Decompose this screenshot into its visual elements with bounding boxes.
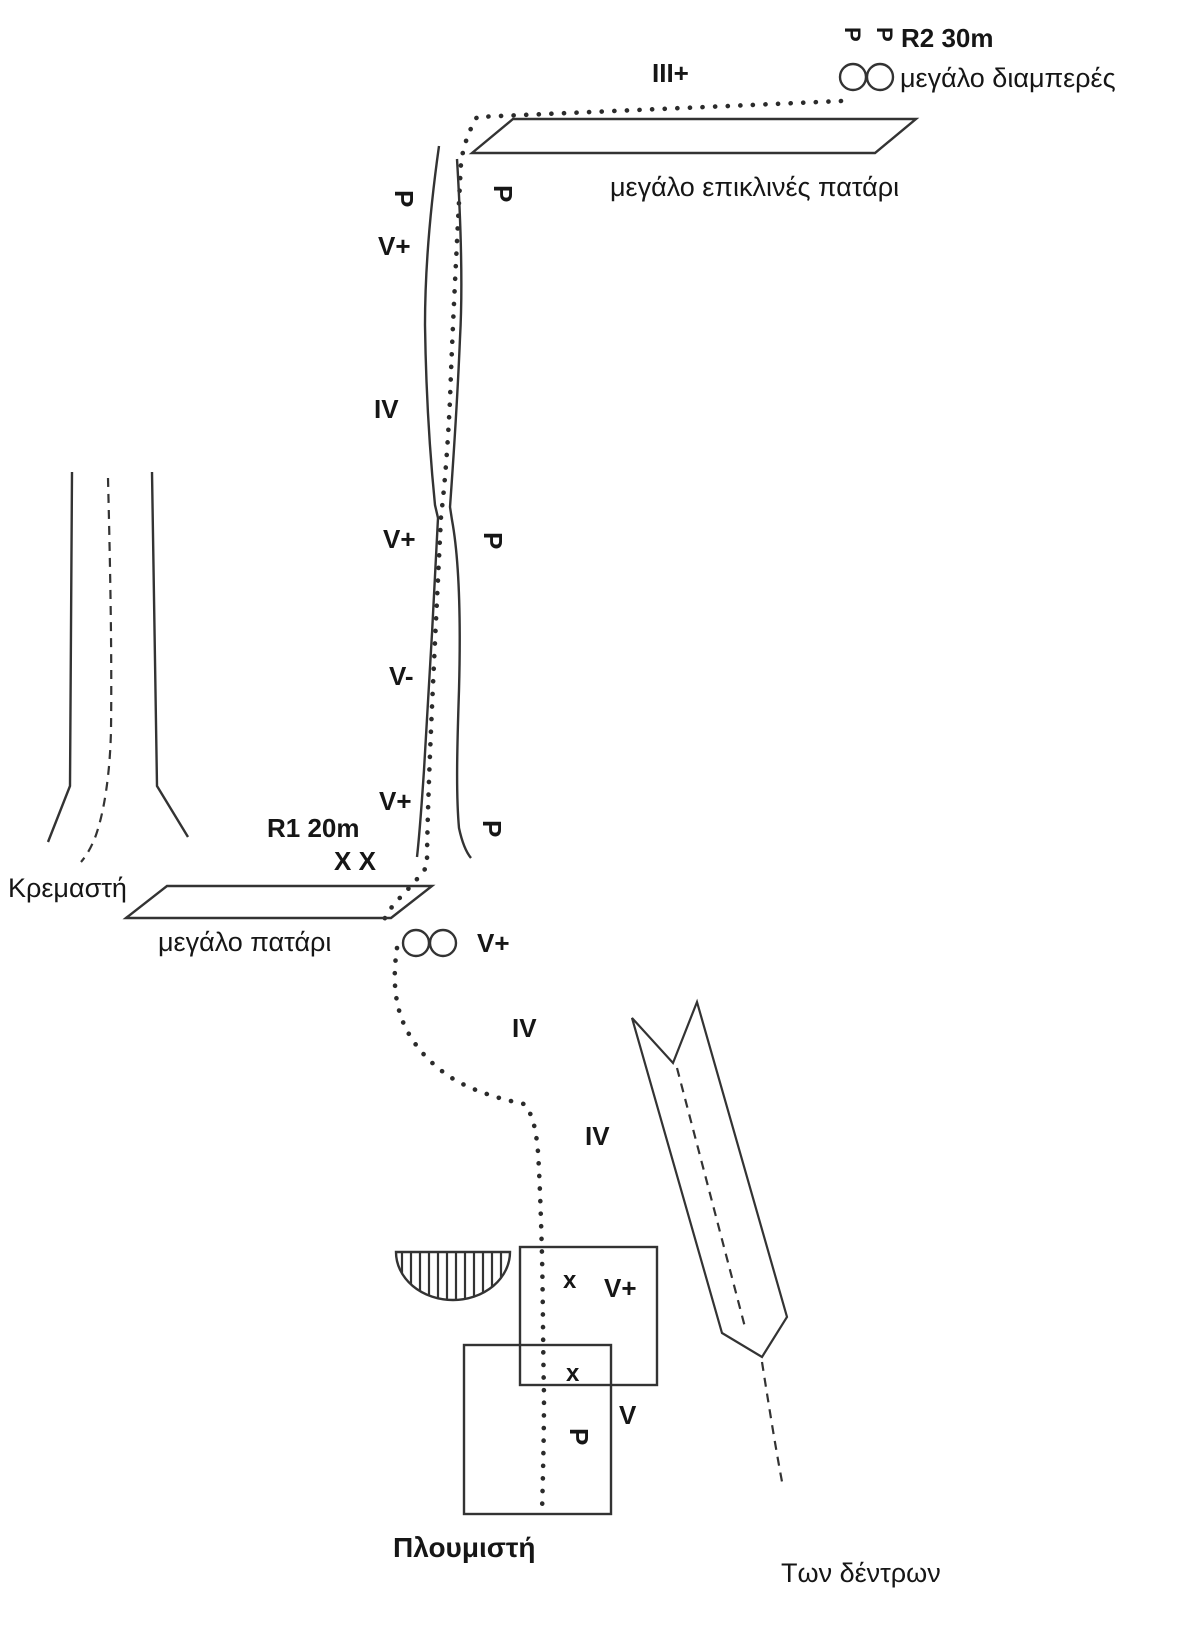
- anchor-ring-icon: [838, 62, 868, 92]
- anchor-ring-icon: [401, 928, 431, 958]
- grade-label: V+: [378, 231, 411, 261]
- gully-outline: [630, 998, 789, 1359]
- gully-route-dashed-lower: [760, 1361, 785, 1488]
- piton-marker: P: [389, 190, 419, 207]
- crack-left-line: [415, 145, 441, 858]
- upper-ledge-label: μεγάλο επικλινές πατάρι: [610, 172, 899, 202]
- grade-label: IV: [585, 1121, 610, 1151]
- lower-ledge-label: μεγάλο πατάρι: [158, 927, 331, 957]
- grade-label: V+: [379, 786, 412, 816]
- grade-label: V+: [383, 524, 416, 554]
- anchor-ring-icon: [428, 928, 458, 958]
- bolt-marker: x: [566, 1360, 580, 1387]
- anchor-xx-label: X X: [334, 846, 377, 876]
- piton-marker: P: [488, 185, 518, 202]
- anchor-ring-icon: [865, 62, 895, 92]
- grade-label: V: [619, 1400, 637, 1430]
- lower-block-upper: [518, 1245, 659, 1387]
- piton-marker: P: [872, 27, 897, 42]
- route-name-kremasti: Κρεμαστή: [8, 873, 127, 903]
- kremasti-crack-right-line: [150, 471, 190, 838]
- roof-hatching: [400, 1252, 503, 1300]
- crack-right-line: [448, 158, 472, 859]
- grade-label: IV: [374, 394, 399, 424]
- grade-label-traverse: III+: [652, 58, 689, 88]
- grade-label: V-: [389, 661, 414, 691]
- route-dotted-pitch2: [379, 98, 844, 929]
- piton-marker: P: [564, 1428, 594, 1445]
- anchor-note-label: μεγάλο διαμπερές: [900, 63, 1116, 93]
- route-name-ton-dentron: Των δέντρων: [781, 1558, 941, 1588]
- grade-label: V+: [477, 928, 510, 958]
- lower-block-lower: [462, 1343, 613, 1516]
- piton-marker: P: [840, 27, 865, 42]
- kremasti-crack-left-line: [46, 471, 74, 843]
- upper-sloping-ledge: [468, 117, 920, 155]
- route-name-ploumisti: Πλουμιστή: [393, 1532, 536, 1563]
- belay-r2-label: R2 30m: [901, 23, 994, 53]
- piton-marker: P: [478, 532, 508, 549]
- kremasti-route-dashed: [80, 477, 113, 863]
- gully-route-dashed: [675, 1067, 748, 1332]
- lower-big-ledge: [122, 884, 436, 920]
- grade-label: IV: [512, 1013, 537, 1043]
- grade-label: V+: [604, 1273, 637, 1303]
- piton-marker: P: [477, 820, 507, 837]
- belay-r1-label: R1 20m: [267, 813, 360, 843]
- bolt-marker: x: [563, 1267, 577, 1294]
